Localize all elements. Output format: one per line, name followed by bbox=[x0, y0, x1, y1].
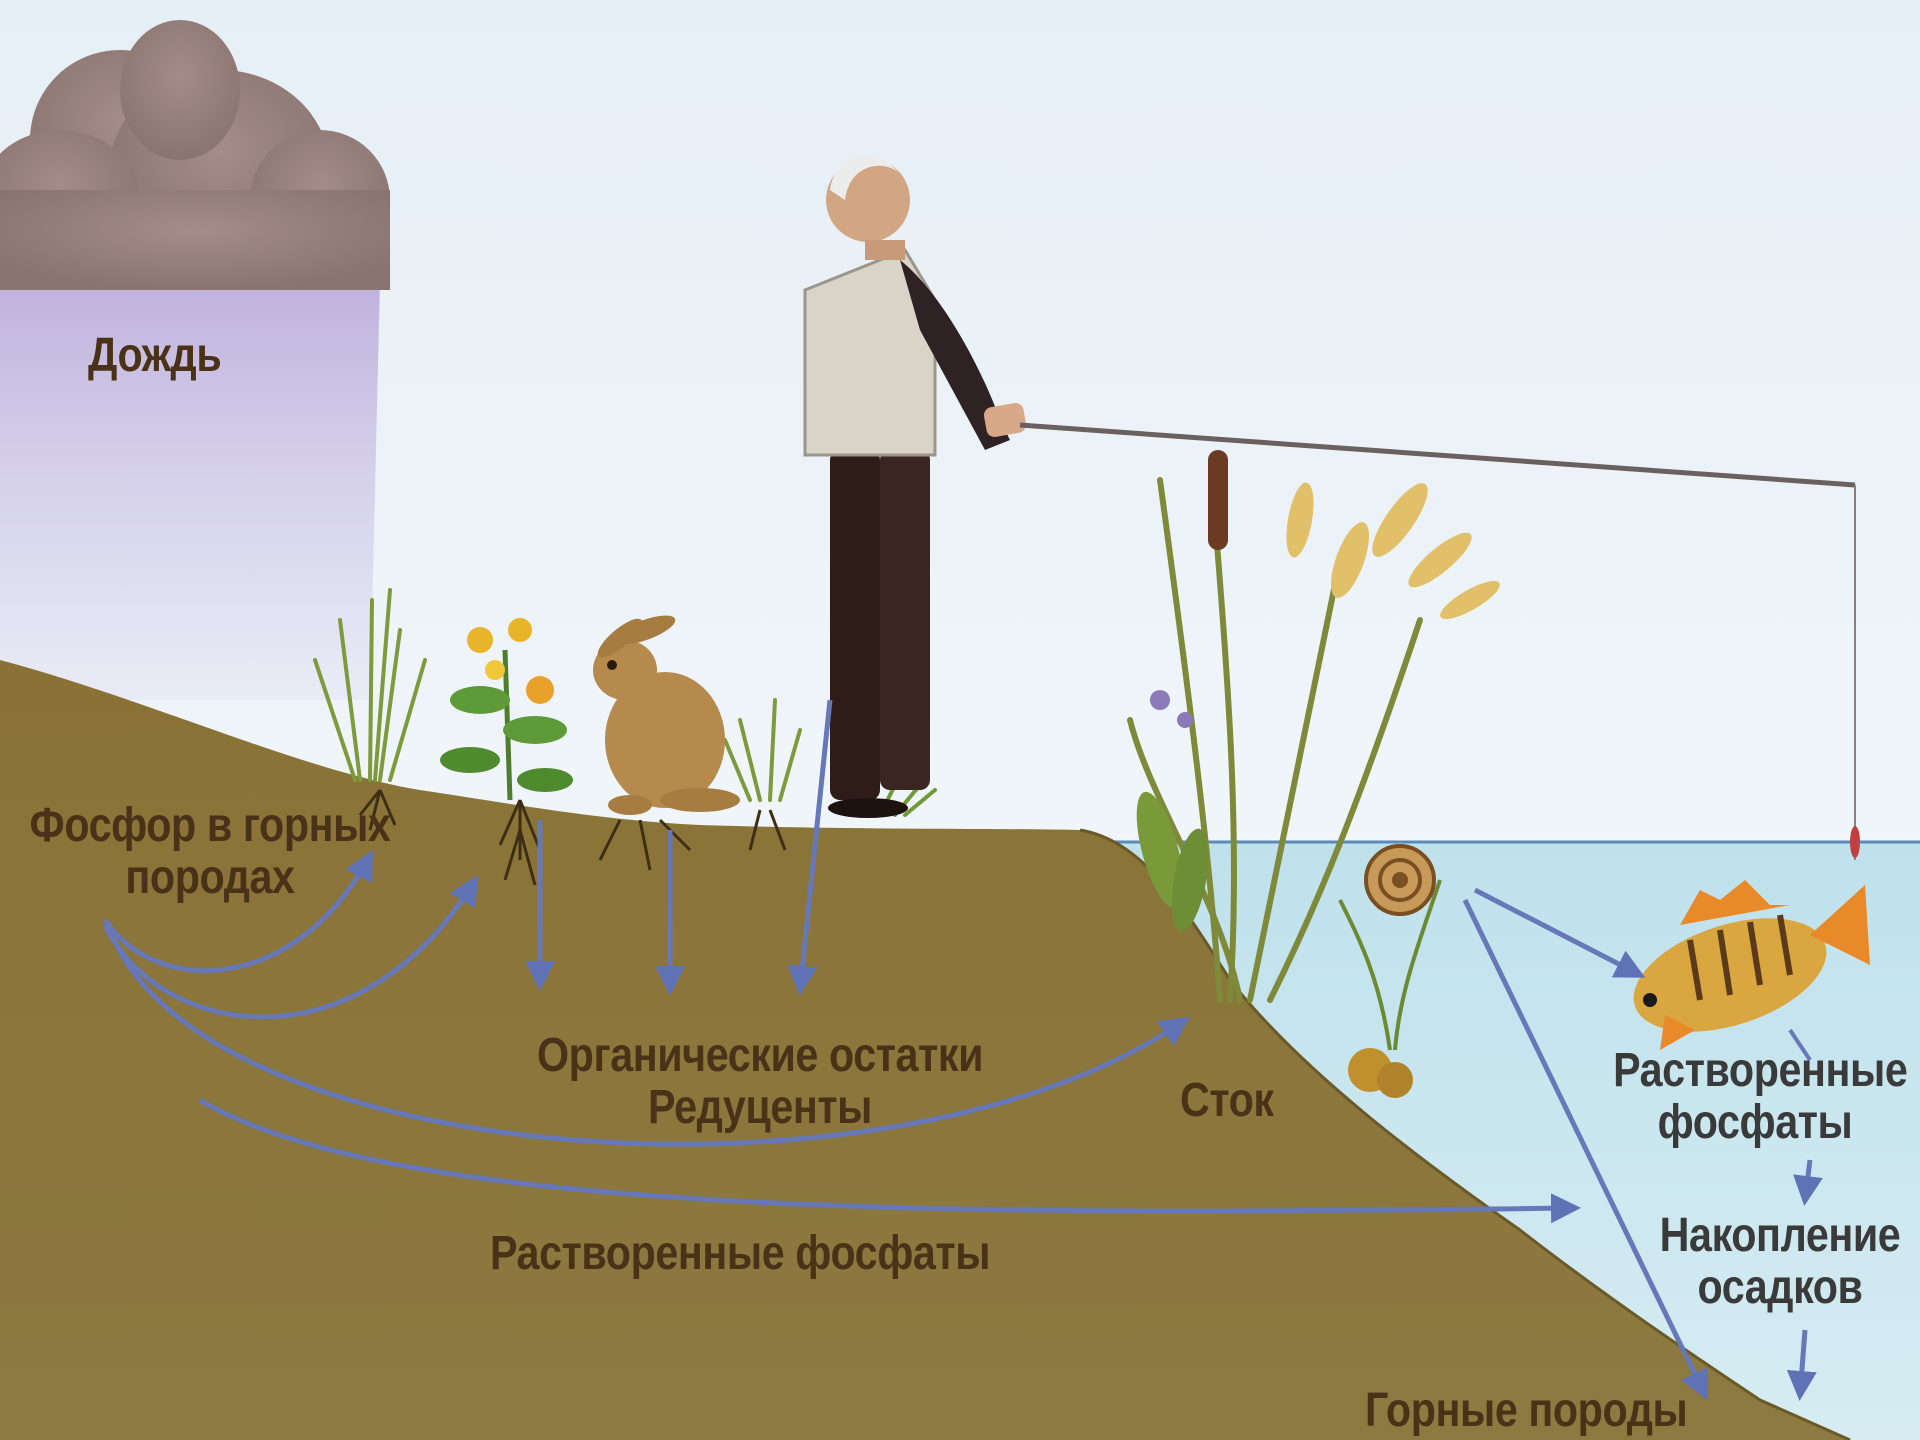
label-dissolved-phosphates-water-line1: Растворенные bbox=[1613, 1045, 1897, 1097]
cattail-icon bbox=[1208, 450, 1228, 550]
label-sediment-line1: Накопление bbox=[1660, 1210, 1901, 1262]
snail-icon bbox=[1366, 846, 1434, 914]
float-icon bbox=[1850, 826, 1860, 858]
label-dissolved-phosphates-soil-text: Растворенные фосфаты bbox=[490, 1227, 990, 1280]
label-rain: Дождь bbox=[88, 330, 221, 382]
label-rain-text: Дождь bbox=[88, 329, 221, 382]
label-sediment-line2: осадков bbox=[1660, 1262, 1901, 1314]
label-organic-remains: Органические остатки bbox=[493, 1030, 1026, 1082]
label-sediment-accumulation: Накопление осадков bbox=[1660, 1210, 1901, 1314]
label-bedrock: Горные породы bbox=[1365, 1385, 1687, 1437]
label-organic-decomposers: Органические остатки Редуценты bbox=[493, 1030, 1026, 1134]
label-bedrock-text: Горные породы bbox=[1365, 1384, 1687, 1437]
label-rock-phosphorus: Фосфор в горных породах bbox=[29, 800, 390, 904]
label-rock-phosphorus-line1: Фосфор в горных bbox=[29, 800, 390, 852]
label-dissolved-phosphates-soil: Растворенные фосфаты bbox=[490, 1228, 990, 1280]
label-runoff: Сток bbox=[1180, 1075, 1274, 1127]
label-runoff-text: Сток bbox=[1180, 1074, 1274, 1127]
label-rock-phosphorus-line2: породах bbox=[29, 852, 390, 904]
label-decomposers: Редуценты bbox=[493, 1082, 1026, 1134]
label-dissolved-phosphates-water-line2: фосфаты bbox=[1613, 1097, 1897, 1149]
label-dissolved-phosphates-water: Растворенные фосфаты bbox=[1613, 1045, 1897, 1149]
